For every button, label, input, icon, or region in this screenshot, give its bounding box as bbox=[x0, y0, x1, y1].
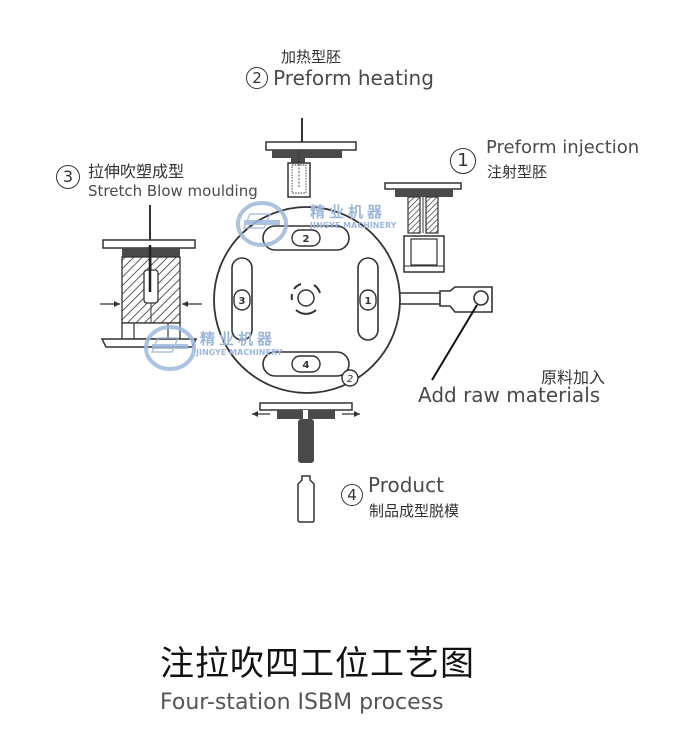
rim-number: 2 bbox=[347, 374, 353, 385]
slot-number-left: 3 bbox=[239, 296, 246, 307]
slot-number-right: 1 bbox=[365, 296, 372, 307]
watermark-logo-bottom bbox=[144, 325, 196, 371]
injection-label: 1 bbox=[450, 148, 476, 174]
product-station bbox=[252, 402, 360, 523]
raw-materials-label-en: Add raw materials bbox=[418, 383, 601, 407]
watermark-brand-zh-top: 精业机器 bbox=[310, 203, 387, 221]
rotation-icon bbox=[290, 283, 321, 315]
bottle-icon bbox=[297, 475, 315, 523]
watermark-brand-zh-bottom: 精业机器 bbox=[200, 330, 277, 348]
slot-number-bottom: 4 bbox=[303, 360, 310, 371]
watermark-logo-top bbox=[236, 201, 288, 247]
stretch-label-en: Stretch Blow moulding bbox=[88, 182, 258, 200]
raw-material-feed bbox=[399, 286, 493, 381]
stretch-label: 3 bbox=[56, 165, 80, 189]
watermark-brand-en-top: JINGYE MACHINERY bbox=[310, 221, 397, 230]
stretch-blow-station bbox=[100, 205, 202, 348]
injection-station bbox=[384, 182, 462, 273]
title-en: Four-station ISBM process bbox=[160, 690, 444, 715]
heating-number-badge: 2 bbox=[246, 67, 268, 89]
injection-number-badge: 1 bbox=[450, 148, 476, 174]
slot-number-top: 2 bbox=[303, 234, 310, 245]
stretch-number-badge: 3 bbox=[56, 165, 80, 189]
product-number-badge: 4 bbox=[341, 484, 363, 506]
title-zh: 注拉吹四工位工艺图 bbox=[160, 644, 475, 684]
heating-label-en: Preform heating bbox=[273, 66, 434, 90]
hopper-port bbox=[473, 290, 489, 306]
injection-label-en: Preform injection bbox=[486, 137, 640, 158]
heating-label: 2 Preform heating bbox=[246, 66, 434, 90]
watermark-brand-en-bottom: JINGYE MACHINERY bbox=[196, 348, 283, 357]
product-label: 4 bbox=[341, 484, 363, 506]
turntable: 2 1 3 4 2 bbox=[213, 206, 401, 394]
injection-label-zh: 注射型胚 bbox=[487, 163, 548, 181]
product-label-en: Product bbox=[368, 473, 444, 497]
heating-station bbox=[265, 118, 357, 198]
stretch-label-zh: 拉伸吹塑成型 bbox=[88, 162, 185, 181]
product-label-zh: 制品成型脱模 bbox=[369, 502, 460, 520]
heating-label-zh: 加热型胚 bbox=[281, 48, 342, 66]
pointer-line bbox=[431, 304, 478, 381]
raw-materials-label-zh: 原料加入 bbox=[541, 368, 606, 387]
